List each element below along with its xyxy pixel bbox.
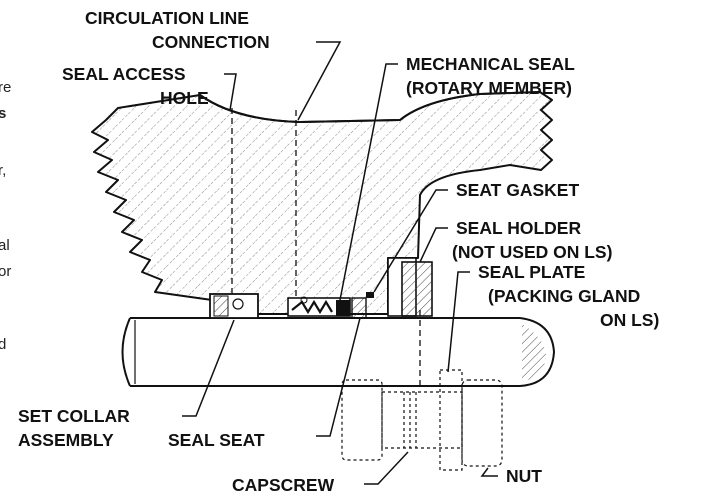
- label-mechanical-seal: MECHANICAL SEAL: [406, 54, 575, 74]
- seal-face: [336, 300, 350, 316]
- label-on-ls: ON LS): [600, 310, 659, 330]
- capscrew-head: [341, 379, 383, 461]
- seal-holder: [387, 257, 433, 317]
- capscrew-assembly: [341, 369, 503, 471]
- label-circulation-line: CIRCULATION LINE: [85, 8, 249, 28]
- set-collar: [209, 293, 259, 319]
- shaft-right-end: [519, 317, 555, 387]
- leader-capscrew: [364, 451, 409, 485]
- leader-seal-holder: [419, 227, 448, 263]
- seal-holder-hatch: [401, 261, 433, 317]
- leader-mechanical-seal: [339, 63, 398, 301]
- leader-seal-seat: [316, 317, 361, 437]
- margin-fragment: d: [0, 336, 6, 353]
- margin-fragment: s: [0, 105, 6, 122]
- label-seal-plate: SEAL PLATE: [478, 262, 585, 282]
- label-seal-seat: SEAL SEAT: [168, 430, 265, 450]
- label-seal-access: SEAL ACCESS: [62, 64, 186, 84]
- margin-fragment: or: [0, 263, 11, 280]
- mechanical-seal: [287, 292, 374, 319]
- nut-body: [461, 379, 503, 467]
- label-nut: NUT: [506, 466, 542, 486]
- hidden-lines: [231, 108, 421, 390]
- label-set-collar-assembly: ASSEMBLY: [18, 430, 114, 450]
- label-seat-gasket: SEAT GASKET: [456, 180, 579, 200]
- leader-set-collar: [182, 319, 235, 417]
- label-rotary-member: (ROTARY MEMBER): [406, 78, 572, 98]
- leader-circulation: [297, 41, 342, 121]
- labels: CIRCULATION LINE CONNECTION SEAL ACCESS …: [18, 8, 659, 495]
- label-seal-access-hole: HOLE: [160, 88, 209, 108]
- margin-text-fragments: re s r, al or d: [0, 79, 11, 353]
- label-not-used-ls: (NOT USED ON LS): [452, 242, 612, 262]
- shaft: [121, 317, 555, 387]
- set-collar-hole: [232, 298, 244, 310]
- seal-pin: [300, 296, 308, 304]
- label-set-collar: SET COLLAR: [18, 406, 130, 426]
- set-collar-screw: [213, 295, 229, 317]
- seat-gasket-mark: [366, 292, 374, 298]
- leader-seal-plate: [447, 271, 470, 373]
- leader-seat-gasket: [373, 189, 448, 293]
- margin-fragment: al: [0, 237, 10, 254]
- casing-top-edge: [199, 91, 541, 123]
- seal-seat-ring: [351, 297, 367, 319]
- leader-nut: [480, 467, 498, 477]
- pump-casing: [91, 91, 553, 315]
- label-capscrew: CAPSCREW: [232, 475, 335, 495]
- margin-fragment: re: [0, 79, 11, 96]
- capscrew-shank: [381, 391, 463, 449]
- label-packing-gland: (PACKING GLAND: [488, 286, 640, 306]
- label-seal-holder: SEAL HOLDER: [456, 218, 581, 238]
- label-circulation-connection: CONNECTION: [152, 32, 270, 52]
- leader-seal-access: [224, 73, 237, 111]
- shaft-end-hatch: [522, 324, 547, 382]
- margin-fragment: r,: [0, 162, 6, 179]
- shaft-left-end: [121, 317, 131, 387]
- seal-plate-edge: [439, 369, 463, 471]
- leader-lines: [182, 41, 498, 485]
